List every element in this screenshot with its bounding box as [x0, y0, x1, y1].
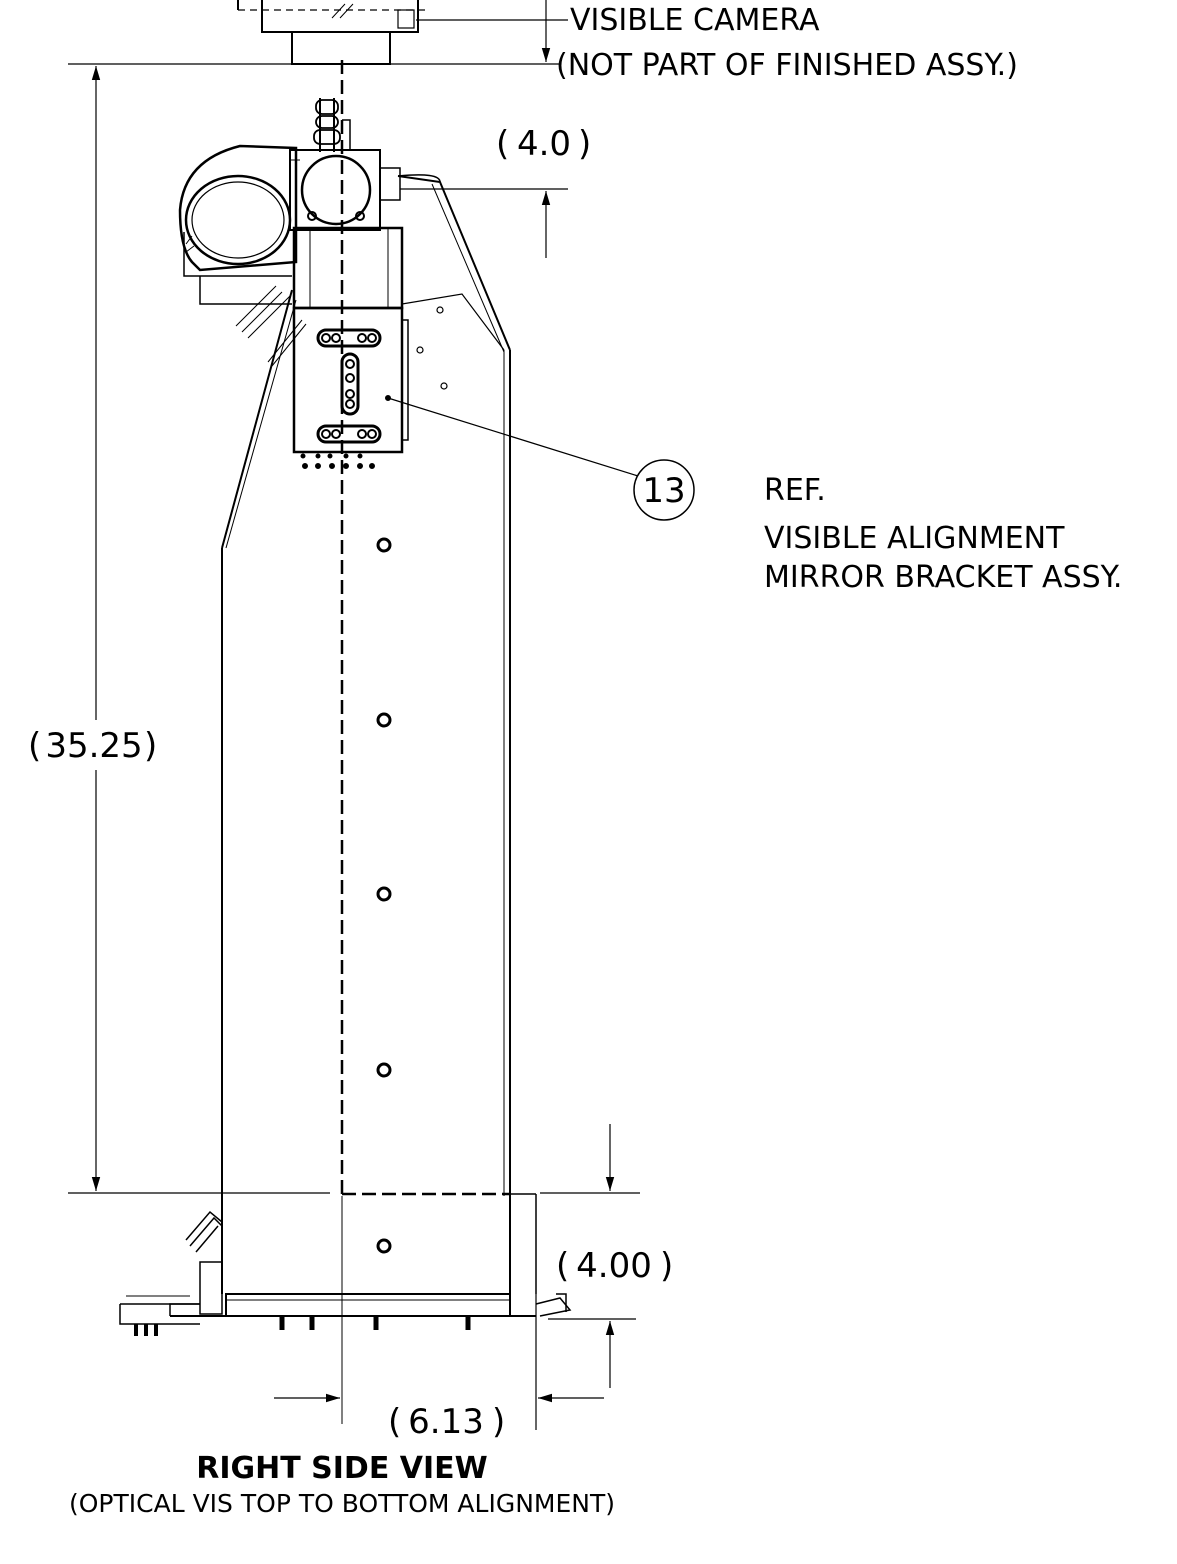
mirror-bracket — [292, 226, 448, 469]
camera-note-line2: (NOT PART OF FINISHED ASSY.) — [556, 48, 1018, 83]
bracket-note-line1: VISIBLE ALIGNMENT — [764, 521, 1065, 556]
svg-text:(: ( — [388, 1402, 401, 1442]
camera-leader — [416, 0, 568, 62]
svg-text:(: ( — [556, 1246, 569, 1286]
dimension-top-offset-text: ( 4.0 ) — [496, 124, 591, 164]
dimension-base-width-text: ( 6.13 ) — [388, 1402, 505, 1442]
view-title: RIGHT SIDE VIEW — [196, 1451, 487, 1486]
view-subtitle: (OPTICAL VIS TOP TO BOTTOM ALIGNMENT) — [69, 1489, 615, 1518]
camera-clamp — [178, 98, 441, 367]
svg-text:6.13: 6.13 — [408, 1402, 484, 1442]
balloon-leader — [387, 397, 639, 477]
dimension-overall-height — [68, 63, 640, 1194]
camera-note-line1: VISIBLE CAMERA — [570, 3, 820, 38]
bracket-note-line2: MIRROR BRACKET ASSY. — [764, 560, 1122, 595]
dimension-base-height — [548, 1124, 636, 1388]
balloon-number: 13 — [642, 471, 685, 511]
svg-text:(: ( — [28, 726, 41, 766]
svg-text:): ) — [492, 1402, 505, 1442]
svg-text:4.00: 4.00 — [576, 1246, 652, 1286]
camera-outline — [237, 0, 430, 65]
svg-text:(: ( — [496, 124, 509, 164]
base-assembly — [119, 1192, 572, 1336]
svg-text:): ) — [144, 726, 157, 766]
dimension-base-width — [274, 1294, 604, 1430]
dimension-top-offset — [400, 188, 568, 258]
svg-text:4.0: 4.0 — [517, 124, 571, 164]
dimension-base-height-text: ( 4.00 ) — [556, 1246, 673, 1286]
mounting-holes — [376, 537, 392, 1254]
ref-note: REF. — [764, 473, 826, 508]
svg-text:): ) — [578, 124, 591, 164]
svg-text:35.25: 35.25 — [45, 726, 142, 766]
svg-text:): ) — [660, 1246, 673, 1286]
balloon-13 — [633, 459, 695, 521]
dimension-overall-height-text: ( 35.25 ) — [28, 726, 157, 766]
